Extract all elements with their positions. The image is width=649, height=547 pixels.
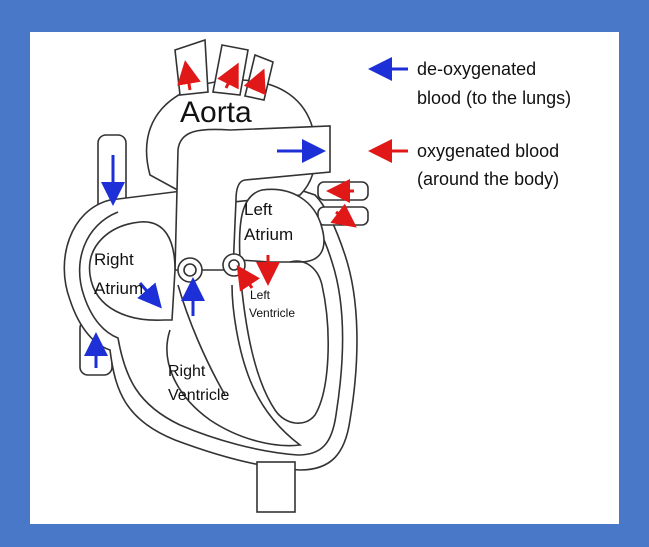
left-ventricle-label-line2: Ventricle	[249, 306, 295, 320]
aortic-valve-inner	[229, 260, 239, 270]
pulmonary-valve-inner	[184, 264, 196, 276]
legend-oxygenated-line1: oxygenated blood	[417, 141, 559, 161]
right-atrium-label-line2: Atrium	[94, 279, 143, 298]
left-ventricle-label-line1: Left	[250, 288, 271, 302]
right-ventricle-label-line2: Ventricle	[168, 387, 229, 404]
right-ventricle-label-line1: Right	[168, 363, 206, 380]
right-atrium-label-line1: Right	[94, 250, 134, 269]
descending-aorta	[257, 462, 295, 512]
legend-deoxygenated-line2: blood (to the lungs)	[417, 88, 571, 108]
aorta-label: Aorta	[180, 96, 252, 129]
legend-deoxygenated-line1: de-oxygenated	[417, 59, 536, 79]
aorta-branch-left	[175, 40, 208, 95]
left-atrium-label-line1: Left	[244, 200, 273, 219]
left-atrium-label-line2: Atrium	[244, 225, 293, 244]
legend-oxygenated-line2: (around the body)	[417, 169, 559, 189]
